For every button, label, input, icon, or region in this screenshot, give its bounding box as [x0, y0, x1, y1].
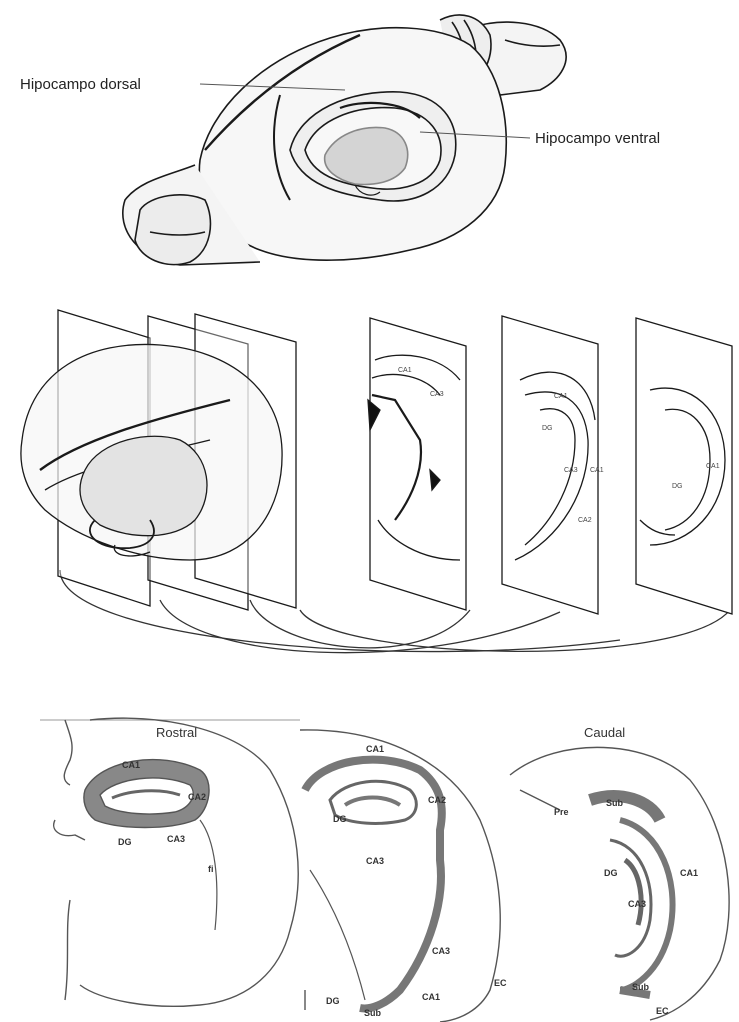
sec-a-dg: DG — [118, 837, 132, 847]
sec-a-ca2: CA2 — [188, 792, 206, 802]
label-hipocampo-dorsal: Hipocampo dorsal — [20, 76, 141, 93]
sec-b-dg2: DG — [326, 996, 340, 1006]
sec-b-ca3b: CA3 — [432, 946, 450, 956]
sec-c-ca3: CA3 — [628, 899, 646, 909]
coronal-section-rostral — [40, 718, 300, 1006]
sec-b-ca1: CA1 — [366, 744, 384, 754]
sec-b-ec: EC — [494, 978, 507, 988]
caudal-heading: Caudal — [584, 725, 625, 740]
sec-a-ca1: CA1 — [122, 760, 140, 770]
slice3-ca1b-label: CA1 — [590, 467, 604, 474]
sec-b-dg: DG — [333, 814, 347, 824]
slice3-dg-label: DG — [672, 483, 683, 490]
slice3-ca1-label: CA1 — [706, 463, 720, 470]
slice1-ca1-label: CA1 — [398, 367, 412, 374]
slice1-ca3-label: CA3 — [430, 391, 444, 398]
coronal-section-caudal — [510, 747, 729, 1020]
sec-c-dg: DG — [604, 868, 618, 878]
slice2-ca3-label: CA3 — [564, 467, 578, 474]
sec-b-sub: Sub — [364, 1008, 382, 1018]
sec-c-sub: Sub — [606, 798, 624, 808]
slice2-dg-label: DG — [542, 425, 553, 432]
coronal-section-middle — [300, 730, 500, 1022]
rostral-heading: Rostral — [156, 725, 197, 740]
sec-a-ca3: CA3 — [167, 834, 185, 844]
sec-c-pre: Pre — [554, 807, 569, 817]
sec-b-ca2: CA2 — [428, 795, 446, 805]
brain-3d-illustration — [123, 15, 566, 265]
section-planes-illustration — [21, 310, 732, 653]
sec-a-fi: fi — [208, 864, 214, 874]
slice2-ca1-label: CA1 — [554, 393, 568, 400]
sec-c-ec: EC — [656, 1006, 669, 1016]
label-hipocampo-ventral: Hipocampo ventral — [535, 130, 660, 147]
sec-c-ca1: CA1 — [680, 868, 698, 878]
sec-c-sub2: Sub — [632, 982, 650, 992]
sec-b-ca1b: CA1 — [422, 992, 440, 1002]
sec-b-ca3: CA3 — [366, 856, 384, 866]
slice2-ca2-label: CA2 — [578, 517, 592, 524]
